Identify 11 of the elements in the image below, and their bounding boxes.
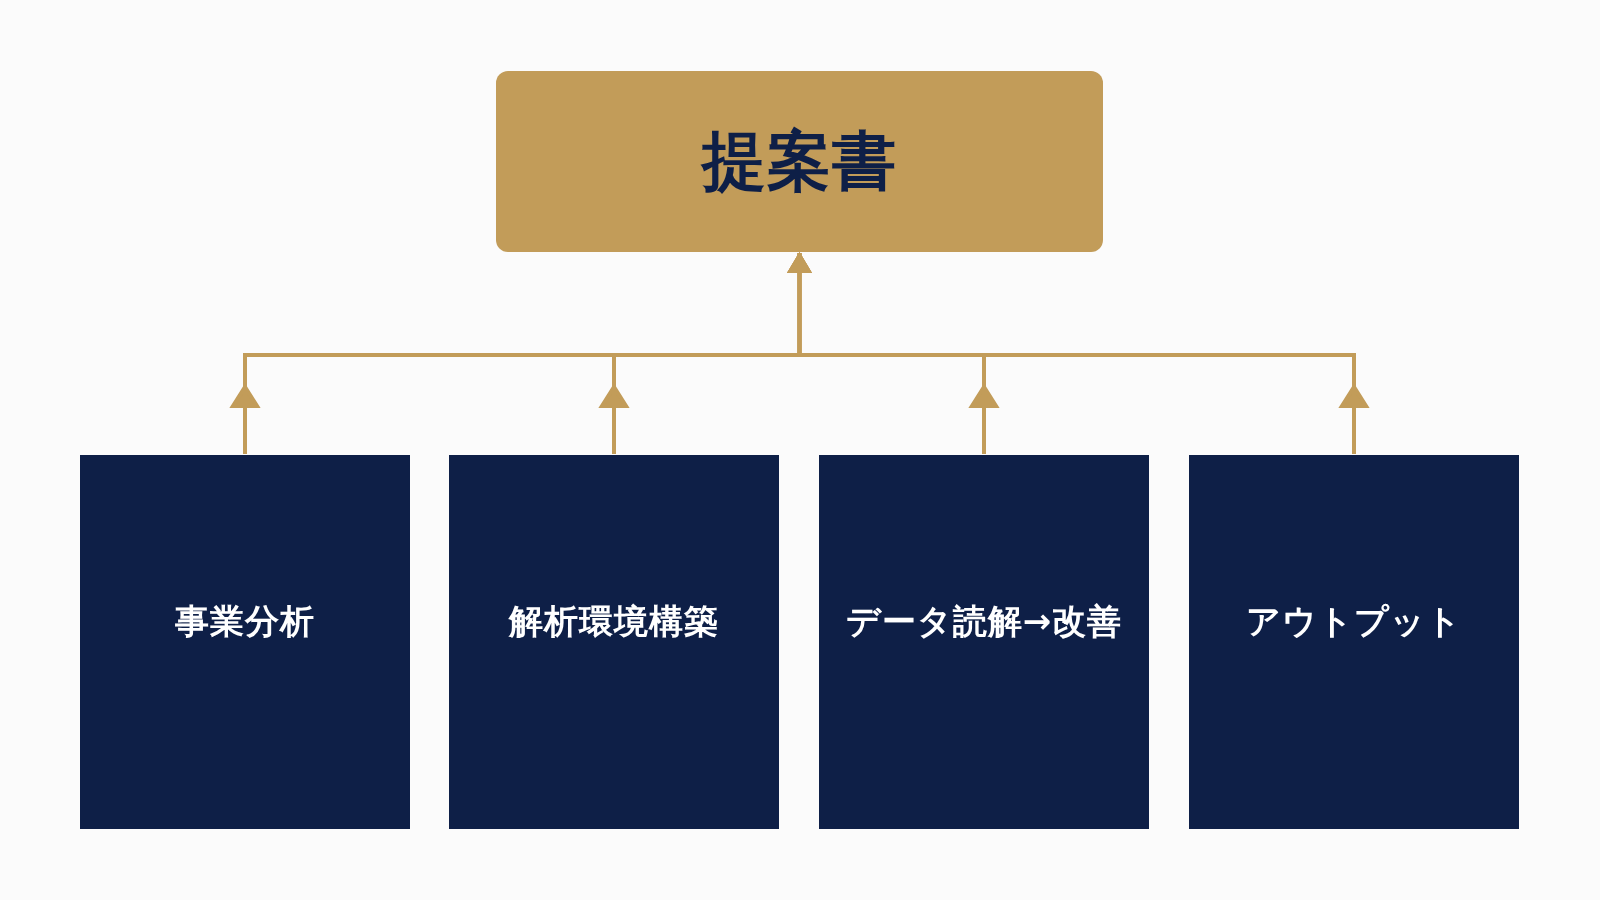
document-box <box>496 71 1103 252</box>
process-box <box>1189 455 1519 829</box>
process-box <box>80 455 410 829</box>
box-label: アウトプット <box>1246 601 1462 642</box>
box-label: 解析環境構築 <box>509 601 719 642</box>
box-label: データ読解→改善 <box>845 601 1123 642</box>
arrow <box>787 251 1000 456</box>
process-box <box>449 455 779 829</box>
process-box <box>819 455 1149 829</box>
box-label: 事業分析 <box>175 601 315 642</box>
box-label: 提案書 <box>702 123 897 200</box>
